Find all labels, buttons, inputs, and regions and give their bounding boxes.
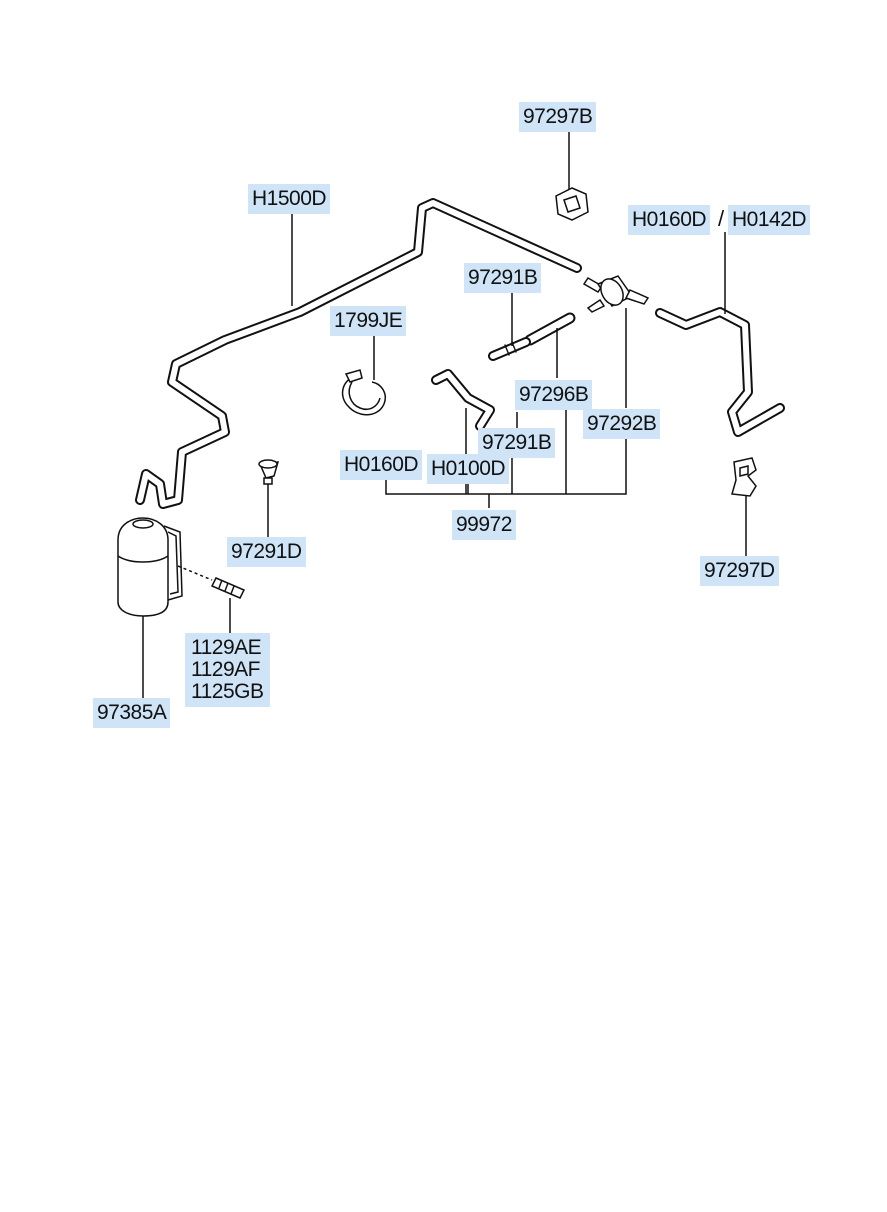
label-h1500d[interactable]: H1500D xyxy=(248,184,331,214)
hose-short xyxy=(431,369,495,431)
label-bolt-group[interactable]: 1129AE 1129AF 1125GB xyxy=(185,633,270,707)
canister-97385a xyxy=(117,517,183,617)
clamp-1799je xyxy=(341,369,386,416)
grommet-97291d xyxy=(258,459,280,485)
label-97385a[interactable]: 97385A xyxy=(93,698,171,728)
label-h0160d-top[interactable]: H0160D xyxy=(628,205,711,235)
label-separator: / xyxy=(718,206,725,231)
label-h0100d[interactable]: H0100D xyxy=(427,454,510,484)
label-1129ae: 1129AE xyxy=(191,636,262,659)
label-1129af: 1129AF xyxy=(191,658,260,681)
label-h0142d[interactable]: H0142D xyxy=(728,205,811,235)
label-97297d[interactable]: 97297D xyxy=(700,556,779,586)
label-1799je[interactable]: 1799JE xyxy=(330,306,407,336)
bolt-1129ae xyxy=(177,565,246,599)
label-h0160d-mid[interactable]: H0160D xyxy=(340,450,423,480)
connector-97291b xyxy=(488,337,531,361)
tube-97296b xyxy=(524,312,576,346)
label-97297b[interactable]: 97297B xyxy=(519,102,597,132)
hose-right xyxy=(655,307,785,437)
label-99972[interactable]: 99972 xyxy=(452,510,516,540)
clip-97297b xyxy=(555,187,589,221)
t-joint-97292b xyxy=(582,275,650,313)
label-97291d[interactable]: 97291D xyxy=(227,537,306,567)
label-97291b-mid[interactable]: 97291B xyxy=(478,428,556,458)
label-1125gb: 1125GB xyxy=(191,680,264,703)
label-97292b[interactable]: 97292B xyxy=(583,409,661,439)
hose-main xyxy=(135,198,582,509)
clip-97297d xyxy=(731,457,757,497)
label-97291b-top[interactable]: 97291B xyxy=(464,263,542,293)
leader-lines xyxy=(142,131,747,700)
label-97296b[interactable]: 97296B xyxy=(515,380,593,410)
